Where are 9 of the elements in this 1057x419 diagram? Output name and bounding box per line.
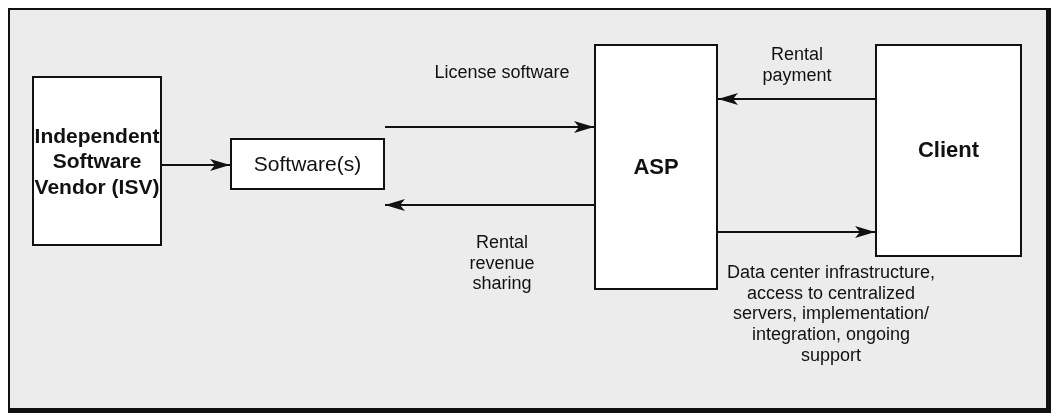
vendor-box: Independent Software Vendor (ISV) [32, 76, 162, 246]
arrow [717, 226, 876, 238]
client-box: Client [875, 44, 1022, 257]
arrow [384, 121, 595, 133]
arrow [717, 93, 876, 105]
software-box: Software(s) [230, 138, 385, 190]
asp-box: ASP [594, 44, 718, 290]
arrow [161, 159, 231, 171]
arrow [384, 199, 595, 211]
